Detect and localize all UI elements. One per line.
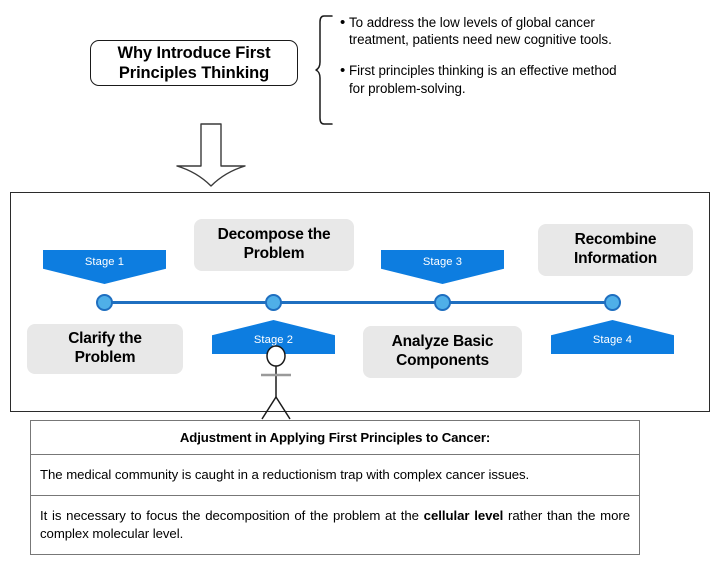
stage-4-label-text: Recombine Information <box>574 231 657 269</box>
bullet-marker-icon: • <box>340 14 346 31</box>
timeline-dot-stage-4[interactable] <box>604 294 621 311</box>
stage-2-label-line2: Problem <box>243 245 305 262</box>
stage-4-label-line1: Recombine <box>574 231 657 249</box>
stage-2-label-line1: Decompose the <box>217 226 331 244</box>
bullet-marker-icon: • <box>340 62 346 80</box>
bullet-text: First principles thinking is an effectiv… <box>349 63 617 96</box>
chevron-stage-2-label: Stage 2 <box>253 334 294 346</box>
table-row: The medical community is caught in a red… <box>31 455 639 496</box>
stage-2-label-box: Decompose the Problem <box>194 219 354 271</box>
table-row-2-post: rather than the more complex molecular l… <box>40 508 630 541</box>
page-title-box: Why Introduce First Principles Thinking <box>90 40 298 86</box>
stage-4-label-line2: Information <box>573 250 658 267</box>
stage-3-label-line1: Analyze Basic <box>391 333 494 351</box>
curly-brace-icon <box>314 14 336 126</box>
stage-1-label-line2: Problem <box>74 349 136 366</box>
table-row-2-emphasis: cellular level <box>423 508 504 523</box>
stage-3-label-line2: Components <box>396 352 489 369</box>
timeline-dot-stage-3[interactable] <box>434 294 451 311</box>
stick-figure-icon <box>248 345 304 421</box>
page-title-line2: Principles Thinking <box>118 64 270 82</box>
adjustment-table: Adjustment in Applying First Principles … <box>30 420 640 555</box>
timeline-axis <box>104 301 614 304</box>
timeline-dot-stage-2[interactable] <box>265 294 282 311</box>
bullet-text: To address the low levels of global canc… <box>349 15 612 48</box>
page-title-text: Why Introduce First Principles Thinking <box>117 43 270 83</box>
stage-1-label-box: Clarify the Problem <box>27 324 183 374</box>
list-item: • First principles thinking is an effect… <box>340 62 630 96</box>
stage-4-label-box: Recombine Information <box>538 224 693 276</box>
page-title-line1: Why Introduce First <box>117 43 271 62</box>
stage-1-label-text: Clarify the Problem <box>68 330 142 368</box>
stage-1-label-line1: Clarify the <box>68 330 142 348</box>
bullet-list: • To address the low levels of global ca… <box>340 14 630 111</box>
stage-3-label-text: Analyze Basic Components <box>392 333 494 371</box>
timeline-dot-stage-1[interactable] <box>96 294 113 311</box>
table-row: It is necessary to focus the decompositi… <box>31 496 639 555</box>
stage-3-label-box: Analyze Basic Components <box>363 326 522 378</box>
chevron-stage-3-label: Stage 3 <box>422 256 463 268</box>
chevron-stage-4-label: Stage 4 <box>592 334 633 346</box>
table-row-2-pre: It is necessary to focus the decompositi… <box>40 508 424 523</box>
list-item: • To address the low levels of global ca… <box>340 14 630 48</box>
chevron-stage-1-label: Stage 1 <box>84 256 125 268</box>
stage-2-label-text: Decompose the Problem <box>218 226 331 264</box>
table-header-row: Adjustment in Applying First Principles … <box>31 421 639 455</box>
down-arrow-icon <box>175 122 247 190</box>
